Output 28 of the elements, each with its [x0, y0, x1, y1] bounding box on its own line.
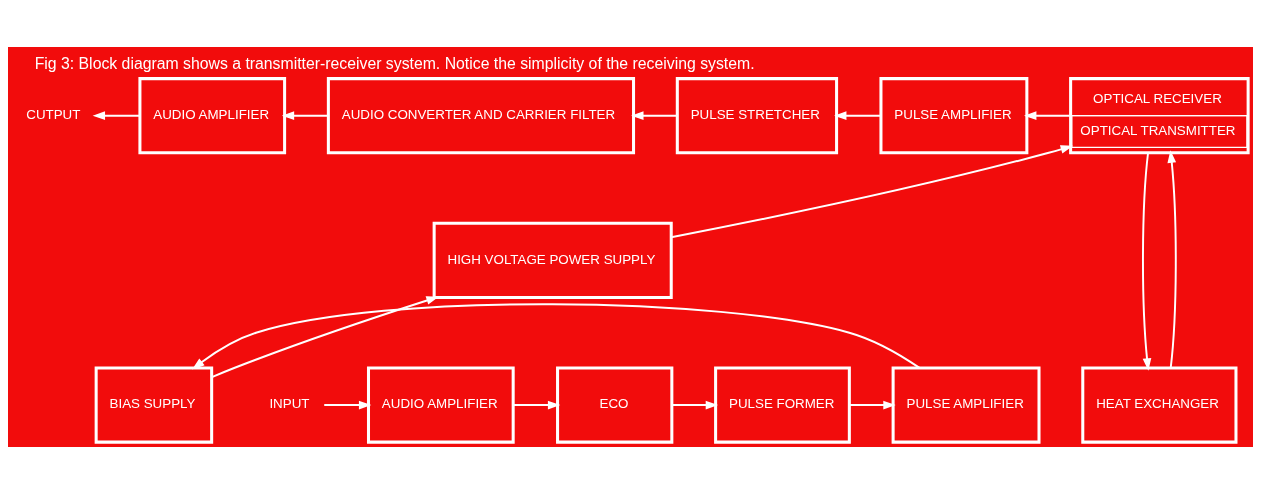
node-box: PULSE AMPLIFIER: [879, 77, 1029, 155]
node-box: HEAT EXCHANGER: [1081, 366, 1238, 444]
arrow: [281, 111, 329, 121]
node-box: HIGH VOLTAGE POWER SUPPLY: [432, 221, 673, 299]
arrow: [1024, 111, 1072, 121]
node-box: PULSE FORMER: [714, 366, 851, 444]
arrow: [1142, 152, 1152, 371]
arrow: [92, 111, 141, 121]
node-box: BIAS SUPPLY: [94, 366, 214, 444]
node-box: ECO: [556, 366, 674, 444]
arrow: [631, 111, 679, 121]
node-box: AUDIO AMPLIFIER: [138, 77, 287, 155]
arrow: [210, 296, 439, 379]
caption: Fig 3: Block diagram shows a transmitter-receiver system. Notice the simplicity of the receiving system.: [34, 55, 755, 73]
arrow: [192, 303, 921, 370]
node-box: AUDIO AMPLIFIER: [366, 366, 515, 444]
node-box: PULSE STRETCHER: [675, 77, 839, 155]
arrow: [512, 400, 561, 410]
arrow: [848, 400, 896, 410]
arrow: [323, 400, 372, 410]
arrow: [834, 111, 882, 121]
node-text: CUTPUT: [26, 107, 81, 123]
arrow: [671, 400, 719, 410]
arrow: [1167, 150, 1177, 369]
node-box: AUDIO CONVERTER AND CARRIER FILTER: [326, 77, 636, 155]
node-box: PULSE AMPLIFIER: [891, 366, 1041, 444]
node-text: INPUT: [269, 396, 310, 412]
arrow: [670, 145, 1074, 239]
